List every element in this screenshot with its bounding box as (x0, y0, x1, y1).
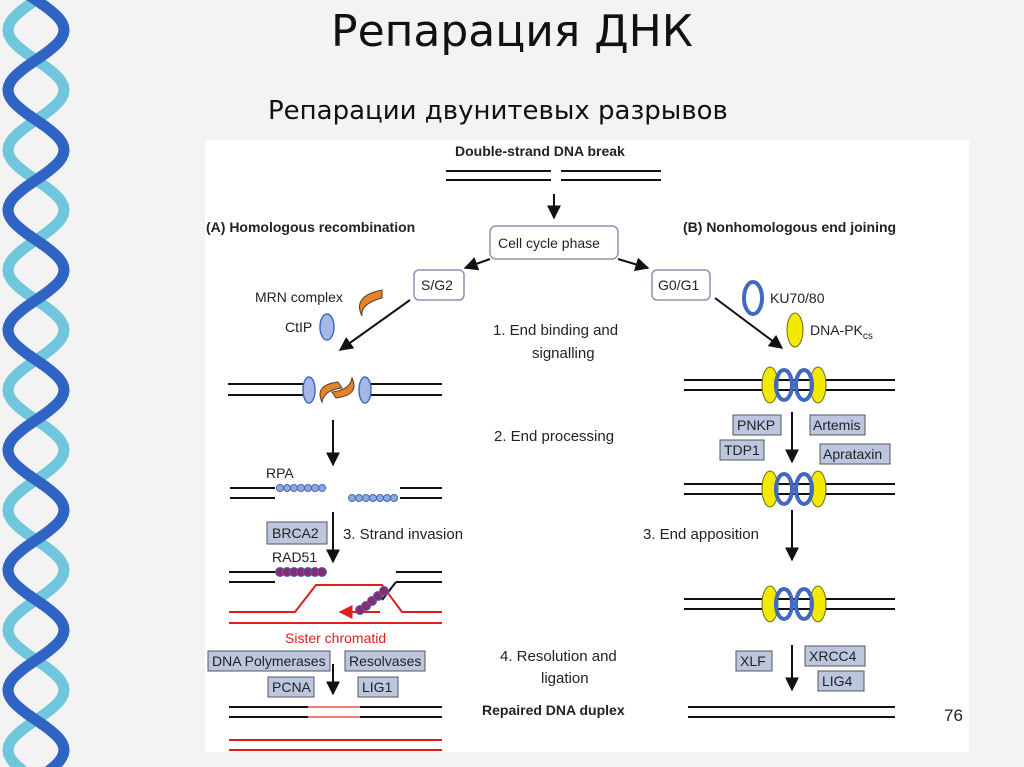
ku70-80-label: KU70/80 (770, 290, 825, 306)
sg2-box (413, 269, 465, 301)
tdp1-box (719, 439, 765, 461)
nhej-end-binding (684, 366, 895, 404)
xlf-label: XLF (740, 653, 766, 669)
step1-line1: 1. End binding and (493, 322, 618, 339)
nhej-end-apposition (684, 585, 895, 623)
aprataxin-box (819, 443, 891, 465)
g0g1-box (651, 269, 711, 301)
arrow-g0g1-down (714, 297, 784, 349)
arrow-to-sg2 (463, 257, 491, 271)
aprataxin-label: Aprataxin (823, 446, 882, 462)
brca2-label: BRCA2 (272, 525, 319, 541)
mrn-complex-label: MRN complex (255, 289, 343, 305)
sg2-label: S/G2 (421, 277, 453, 293)
nhej-repaired-duplex (688, 706, 895, 718)
dna-helix-decoration (2, 0, 70, 767)
nhej-end-processing (684, 470, 895, 508)
lig1-label: LIG1 (362, 679, 393, 695)
step1-line2: signalling (532, 345, 595, 362)
ctip-label: CtIP (285, 319, 312, 335)
dnapk-oval-icon (786, 312, 804, 348)
cell-cycle-phase-box (489, 225, 619, 260)
ku-ring-icon (742, 280, 764, 316)
dna-polymerases-box (207, 650, 331, 672)
hr-repaired-duplex (229, 706, 442, 751)
slide-subtitle: Репарации двунитевых разрывов (268, 96, 728, 126)
ctip-oval-icon (319, 313, 335, 341)
brca2-box (266, 521, 328, 545)
xlf-box (735, 650, 773, 672)
dna-pk-label: DNA-PKcs (810, 322, 873, 342)
branch-a-title: (A) Homologous recombination (206, 219, 415, 235)
pnkp-label: PNKP (737, 417, 775, 433)
pnkp-box (732, 414, 782, 436)
arrow-sg2-down (338, 299, 411, 351)
pcna-label: PCNA (272, 679, 312, 695)
sister-chromatid-label: Sister chromatid (285, 630, 386, 646)
arrow-to-g0g1 (617, 257, 650, 272)
g0g1-label: G0/G1 (658, 277, 699, 293)
step2-label: 2. End processing (494, 428, 614, 445)
branch-b-title: (B) Nonhomologous end joining (683, 219, 896, 235)
dna-polymerases-label: DNA Polymerases (212, 653, 326, 669)
artemis-box (809, 414, 866, 436)
lig4-box (817, 670, 865, 692)
artemis-label: Artemis (813, 417, 860, 433)
xrcc4-label: XRCC4 (809, 648, 857, 664)
hr-resected-ends (230, 484, 442, 502)
repaired-label: Repaired DNA duplex (482, 702, 625, 718)
rad51-label: RAD51 (272, 549, 317, 565)
slide-title: Репарация ДНК (331, 6, 693, 57)
xrcc4-box (804, 645, 866, 667)
lig4-label: LIG4 (822, 673, 853, 689)
step3-right-label: 3. End apposition (643, 526, 759, 543)
hr-strand-invasion (229, 567, 442, 624)
broken-duplex (446, 170, 661, 181)
resolvases-label: Resolvases (349, 653, 421, 669)
rpa-label: RPA (266, 465, 294, 481)
slide-number: 76 (944, 706, 963, 725)
tdp1-label: TDP1 (724, 442, 760, 458)
mrn-crescent-icon (359, 289, 383, 317)
top-label: Double-strand DNA break (455, 143, 625, 159)
step4-line2: ligation (541, 670, 589, 687)
pcna-box (267, 676, 315, 698)
step3-left-label: 3. Strand invasion (343, 526, 463, 543)
hr-end-binding (228, 376, 442, 404)
cell-cycle-phase-label: Cell cycle phase (498, 235, 600, 251)
resolvases-box (344, 650, 426, 672)
step4-line1: 4. Resolution and (500, 648, 617, 665)
lig1-box (357, 676, 399, 698)
